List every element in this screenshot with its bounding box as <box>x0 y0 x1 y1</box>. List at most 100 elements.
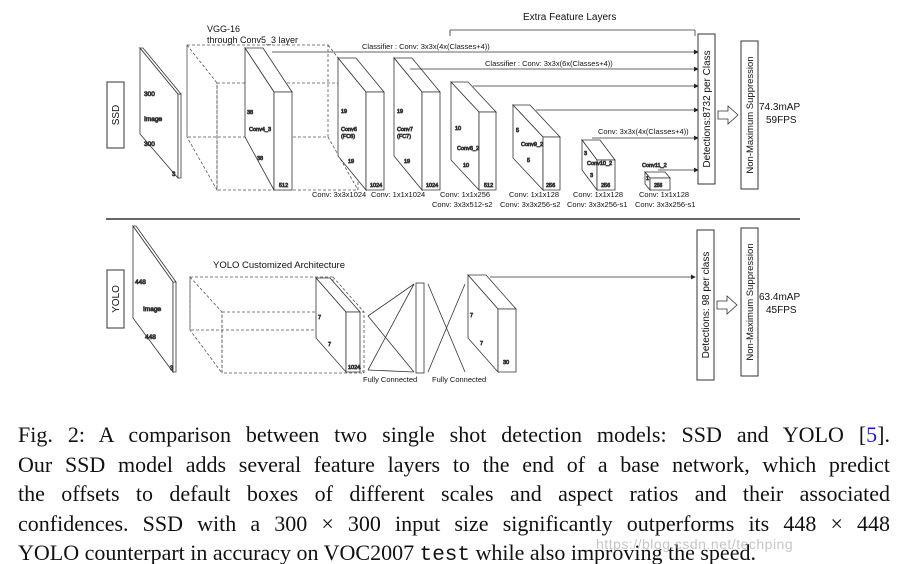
svg-text:Conv: 3x3x512-s2: Conv: 3x3x512-s2 <box>432 200 492 209</box>
svg-text:19: 19 <box>404 159 410 165</box>
conv8-2-block: 10 Conv8_2 10 512 <box>450 80 497 192</box>
svg-text:7: 7 <box>318 315 321 321</box>
citation-link[interactable]: 5 <box>866 422 878 447</box>
classifier-label-3: Conv: 3x3x(4x(Classes+4)) <box>598 127 689 136</box>
svg-text:38: 38 <box>247 110 253 116</box>
svg-text:7: 7 <box>328 342 331 348</box>
classifier-label-1: Classifier : Conv: 3x3x(4x(Classes+4)) <box>362 42 490 51</box>
svg-text:30: 30 <box>503 360 509 366</box>
svg-text:19: 19 <box>341 109 347 115</box>
svg-text:3: 3 <box>172 172 176 178</box>
architecture-figure: SSD 300 Image 300 3 VGG-16 through Conv5… <box>106 12 800 384</box>
svg-text:3: 3 <box>584 151 587 157</box>
conv9-2-block: 5 Conv9_2 5 256 <box>512 103 561 192</box>
svg-text:5: 5 <box>516 128 519 134</box>
svg-text:Conv10_2: Conv10_2 <box>587 161 612 167</box>
ssd-detections-box: Detections:8732 per Class <box>697 33 716 185</box>
caption-line-4: confidences. SSD with a 300 × 300 input … <box>18 510 890 536</box>
svg-text:Image: Image <box>143 306 161 313</box>
ssd-diagram: SSD 300 Image 300 3 VGG-16 through Conv5… <box>106 12 800 209</box>
yolo-output-block: 7 7 30 <box>467 273 517 374</box>
svg-text:(FC6): (FC6) <box>341 134 355 140</box>
ssd-conv-labels: Conv: 3x3x1024 Conv: 1x1x1024 Conv: 1x1x… <box>312 190 695 209</box>
yolo-nms-box: Non-Maximum Suppression <box>740 227 759 377</box>
yolo-block-arrow <box>716 295 738 315</box>
svg-text:Conv: 3x3x256-s1: Conv: 3x3x256-s1 <box>567 200 627 209</box>
fc-layer-1 <box>415 282 425 374</box>
svg-text:Conv: 3x3x256-s1: Conv: 3x3x256-s1 <box>635 200 695 209</box>
svg-text:448: 448 <box>135 279 146 286</box>
caption-line-2: Our SSD model adds several feature layer… <box>18 451 890 477</box>
caption-line-5: YOLO counterpart in accuracy on VOC2007 … <box>18 540 756 564</box>
svg-text:10: 10 <box>455 126 461 132</box>
svg-text:10: 10 <box>463 163 469 169</box>
svg-text:512: 512 <box>484 183 493 189</box>
caption-line-3: the offsets to default boxes of differen… <box>18 481 890 506</box>
svg-text:448: 448 <box>145 334 156 341</box>
fc-label-2: Fully Connected <box>432 375 486 384</box>
yolo-diagram: YOLO 448 Image 448 3 YOLO Customized Arc… <box>106 224 800 384</box>
svg-text:Conv: 3x3x256-s2: Conv: 3x3x256-s2 <box>500 200 560 209</box>
svg-text:1024: 1024 <box>426 183 438 189</box>
ssd-nms-box: Non-Maximum Suppression <box>740 40 759 190</box>
ssd-side-label: SSD <box>106 81 125 149</box>
classifier-label-2: Classifier : Conv: 3x3x(6x(Classes+4)) <box>485 59 613 68</box>
svg-text:256: 256 <box>654 183 663 189</box>
conv6-block: 19 Conv6 (FC6) 19 1024 <box>337 56 385 192</box>
conv7-block: 19 Conv7 (FC7) 19 1024 <box>393 56 441 192</box>
svg-text:300: 300 <box>144 91 155 98</box>
svg-text:3: 3 <box>170 366 174 372</box>
ssd-block-arrow <box>717 105 739 125</box>
svg-text:Image: Image <box>144 116 162 123</box>
yolo-map: 63.4mAP <box>759 292 800 303</box>
ssd-label: SSD <box>111 105 122 126</box>
ssd-input-image: 300 Image 300 3 <box>139 46 182 180</box>
svg-text:(FC7): (FC7) <box>397 134 411 140</box>
svg-text:7: 7 <box>480 341 483 347</box>
yolo-input-image: 448 Image 448 3 <box>132 224 177 374</box>
vgg16-label: VGG-16 <box>207 24 240 34</box>
yolo-label: YOLO <box>111 285 122 313</box>
svg-text:Conv9_2: Conv9_2 <box>521 142 543 148</box>
extra-feature-layers-bracket <box>449 29 696 36</box>
svg-text:Conv: 1x1x128: Conv: 1x1x128 <box>573 190 623 199</box>
yolo-detections-box: Detections: 98 per class <box>696 229 715 381</box>
svg-text:Conv: 1x1x128: Conv: 1x1x128 <box>509 190 559 199</box>
svg-text:Conv: 1x1x128: Conv: 1x1x128 <box>639 190 689 199</box>
fc-label-1: Fully Connected <box>363 375 417 384</box>
yolo-fps: 45FPS <box>766 305 797 316</box>
svg-text:7: 7 <box>470 313 473 319</box>
extra-feature-layers-label: Extra Feature Layers <box>523 12 616 23</box>
yolo-side-label: YOLO <box>106 269 125 329</box>
svg-text:300: 300 <box>144 141 155 148</box>
ssd-fps: 59FPS <box>766 115 797 126</box>
svg-text:1: 1 <box>646 176 649 182</box>
svg-text:19: 19 <box>397 109 403 115</box>
conv4-3-block: 38 Conv4_3 38 512 <box>244 46 293 191</box>
svg-text:Detections:8732 per Class: Detections:8732 per Class <box>702 50 713 167</box>
svg-text:Non-Maximum Suppression: Non-Maximum Suppression <box>745 56 756 173</box>
figure-caption: Fig. 2: A comparison between two single … <box>18 420 890 564</box>
svg-text:Conv: 1x1x1024: Conv: 1x1x1024 <box>371 190 425 199</box>
svg-text:Conv: 3x3x1024: Conv: 3x3x1024 <box>312 190 366 199</box>
vgg16-sublabel: through Conv5_3 layer <box>207 35 298 45</box>
svg-text:1024: 1024 <box>370 183 382 189</box>
yolo-arch-label: YOLO Customized Architecture <box>213 260 345 271</box>
svg-text:Conv7: Conv7 <box>397 127 413 133</box>
svg-text:512: 512 <box>279 183 288 189</box>
svg-text:3: 3 <box>590 173 593 179</box>
conv11-2-block: 1 Conv11_2 256 <box>642 163 671 192</box>
fully-connected-links <box>367 283 466 373</box>
svg-text:Conv4_3: Conv4_3 <box>249 127 271 133</box>
svg-text:256: 256 <box>601 183 610 189</box>
svg-text:1024: 1024 <box>348 365 360 371</box>
classifier-arrows <box>272 49 699 173</box>
svg-text:Non-Maximum Suppression: Non-Maximum Suppression <box>745 243 756 360</box>
svg-text:Detections: 98 per class: Detections: 98 per class <box>701 252 712 359</box>
svg-text:19: 19 <box>348 159 354 165</box>
ssd-map: 74.3mAP <box>759 102 800 113</box>
svg-text:256: 256 <box>546 183 555 189</box>
yolo-feature-block: 7 7 1024 <box>315 276 361 374</box>
svg-text:5: 5 <box>527 158 530 164</box>
